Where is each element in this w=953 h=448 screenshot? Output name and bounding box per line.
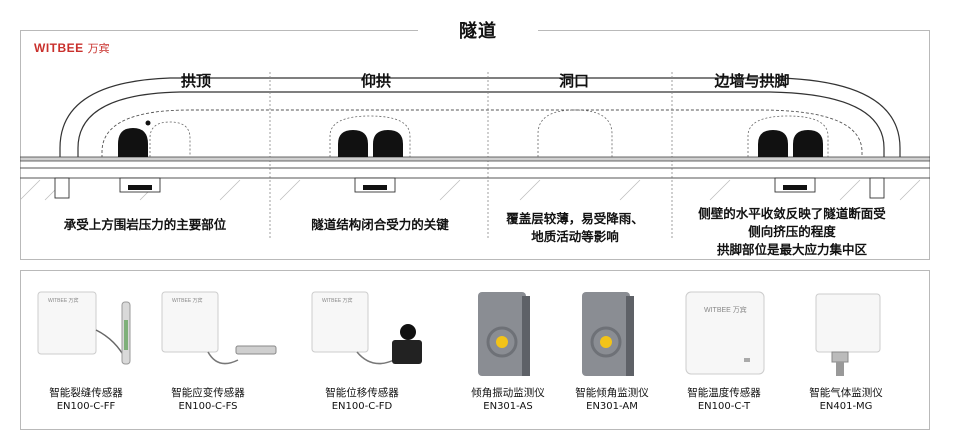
desc-line: 侧壁的水平收敛反映了隧道断面受 <box>698 206 886 221</box>
device-model: EN301-AM <box>586 401 638 412</box>
page-title: 隧道 <box>459 21 497 42</box>
sensor-point <box>145 120 151 126</box>
device-model: EN100-C-FD <box>331 401 393 412</box>
title-background <box>418 16 538 44</box>
device-brand-text: WITBEE 万宾 <box>48 297 79 304</box>
device-displacement-sensor[interactable]: WITBEE 万宾 智能位移传感器 EN100-C-FD <box>302 280 422 420</box>
device-name: 倾角振动监测仪 <box>471 387 545 399</box>
section-label-sidewall: 边墙与拱脚 <box>714 72 790 90</box>
desc-line: 地质活动等影响 <box>531 229 619 244</box>
section-desc-vault: 承受上方围岩压力的主要部位 <box>50 216 240 234</box>
desc-line: 承受上方围岩压力的主要部位 <box>63 217 227 232</box>
device-brand-text: WITBEE 万宾 <box>172 297 203 304</box>
device-model: EN401-MG <box>819 401 873 412</box>
dashed-arch-line <box>101 109 863 158</box>
device-strain-sensor[interactable]: WITBEE 万宾 智能应变传感器 EN100-C-FS <box>148 280 277 420</box>
crack-sensor-image: WITBEE 万宾 <box>37 291 131 365</box>
tunnel-diagram <box>20 72 930 240</box>
section-label-vault: 拱顶 <box>180 72 211 90</box>
outer-arch-line <box>59 77 901 158</box>
gas-monitor-image <box>815 293 881 376</box>
device-name: 智能温度传感器 <box>687 387 761 399</box>
device-tilt-monitor[interactable]: 智能倾角监测仪 EN301-AM <box>552 280 672 420</box>
desc-line: 侧向挤压的程度 <box>748 224 836 239</box>
desc-line: 覆盖层较薄，易受降雨、 <box>506 211 644 226</box>
device-model: EN100-C-T <box>697 401 751 412</box>
device-brand-text: WITBEE 万宾 <box>704 305 747 314</box>
device-temperature-sensor[interactable]: WITBEE 万宾 智能温度传感器 EN100-C-T <box>664 280 784 420</box>
footings <box>54 177 885 199</box>
device-model: EN301-AS <box>483 401 533 412</box>
device-tilt-vibration-monitor[interactable]: 倾角振动监测仪 EN301-AS <box>448 280 568 420</box>
footing-blocks <box>128 185 807 190</box>
device-crack-sensor[interactable]: WITBEE 万宾 智能裂缝传感器 EN100-C-FF <box>26 280 146 420</box>
desc-line: 隧道结构闭合受力的关键 <box>311 217 449 232</box>
device-model: EN100-C-FF <box>56 401 116 412</box>
desc-line: 拱脚部位是最大应力集中区 <box>716 242 867 257</box>
witbee-logo: WITBEE 万宾 <box>34 40 110 56</box>
strain-sensor-image: WITBEE 万宾 <box>161 291 277 365</box>
tilt-vibration-monitor-image <box>478 292 530 376</box>
device-gas-monitor[interactable]: 智能气体监测仪 EN401-MG <box>786 280 906 420</box>
device-name: 智能倾角监测仪 <box>575 387 649 399</box>
device-name: 智能位移传感器 <box>325 387 399 399</box>
track-top <box>20 156 930 162</box>
device-name: 智能应变传感器 <box>171 387 245 399</box>
logo-cn: 万宾 <box>87 42 110 55</box>
portal-outlines <box>149 109 829 157</box>
device-brand-text: WITBEE 万宾 <box>322 297 353 304</box>
section-desc-invert: 隧道结构闭合受力的关键 <box>290 216 470 234</box>
device-model: EN100-C-FS <box>178 401 238 412</box>
device-name: 智能裂缝传感器 <box>49 387 123 399</box>
section-label-portal: 洞口 <box>558 72 589 90</box>
device-name: 智能气体监测仪 <box>809 387 883 399</box>
inner-arch-line <box>77 91 885 158</box>
section-label-invert: 仰拱 <box>360 72 391 90</box>
section-desc-sidewall: 侧壁的水平收敛反映了隧道断面受 侧向挤压的程度 拱脚部位是最大应力集中区 <box>672 205 912 259</box>
logo-brand: WITBEE <box>34 41 84 55</box>
tilt-monitor-image <box>582 292 634 376</box>
displacement-sensor-image: WITBEE 万宾 <box>311 291 422 365</box>
section-desc-portal: 覆盖层较薄，易受降雨、 地质活动等影响 <box>490 210 660 246</box>
temperature-sensor-image: WITBEE 万宾 <box>685 291 765 375</box>
portals <box>118 128 823 157</box>
